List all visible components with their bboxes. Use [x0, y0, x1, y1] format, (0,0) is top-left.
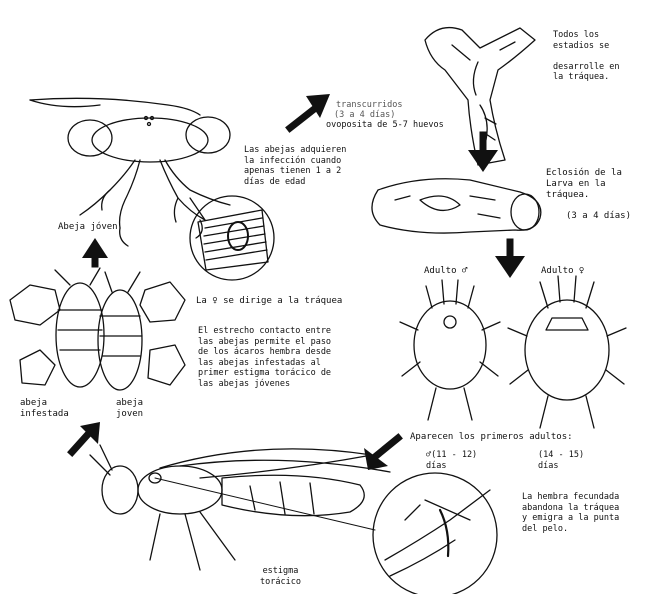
fertilized-female-caption: La hembra fecundada abandona la tráquea … [522, 492, 619, 534]
young-bee-comb-label: abeja joven [116, 398, 143, 420]
oviposition-line2: (3 a 4 días) [334, 110, 395, 121]
arrow-to-comb [72, 422, 100, 452]
arrow-to-trachea [290, 94, 330, 128]
oviposition-line1: transcurridos [336, 100, 403, 111]
bees-on-comb-drawing [10, 268, 185, 390]
larva-trachea-drawing [372, 179, 541, 233]
adult-female-mite-drawing [508, 276, 626, 428]
larva-duration: (3 a 4 días) [566, 211, 631, 222]
arrow-to-side-bee [364, 438, 398, 470]
young-bee-infection-caption: Las abejas adquieren la infección cuando… [244, 145, 346, 187]
female-to-trachea-caption: La ♀ se dirige a la tráquea [196, 296, 342, 307]
adult-male-mite-drawing [400, 280, 500, 420]
bee-side-view-drawing [90, 445, 390, 570]
trachea-stages-caption: Todos los estadios se desarrolle en la t… [553, 30, 620, 83]
infested-bee-label: abeja infestada [20, 398, 69, 420]
larva-hatching-caption: Eclosión de la Larva en la tráquea. [546, 168, 622, 201]
adult-female-label: Adulto ♀ [541, 266, 584, 277]
hair-magnified-circle [373, 473, 497, 594]
young-bee-label: Abeja jóven [58, 222, 118, 233]
female-days: (14 - 15) días [538, 450, 584, 471]
oviposition-line3: ovoposita de 5-7 huevos [326, 120, 444, 131]
arrow-to-adults [495, 242, 525, 278]
spiracle-label: estigma torácico [260, 566, 301, 587]
arrow-to-young-bee [82, 238, 108, 264]
trachea-magnified-circle [190, 196, 274, 280]
male-days: ♂(11 - 12) días [426, 450, 477, 471]
adult-male-label: Adulto ♂ [424, 266, 467, 277]
first-adults-caption: Aparecen los primeros adultos: [410, 432, 573, 443]
transmission-caption: El estrecho contacto entre las abejas pe… [198, 326, 331, 389]
